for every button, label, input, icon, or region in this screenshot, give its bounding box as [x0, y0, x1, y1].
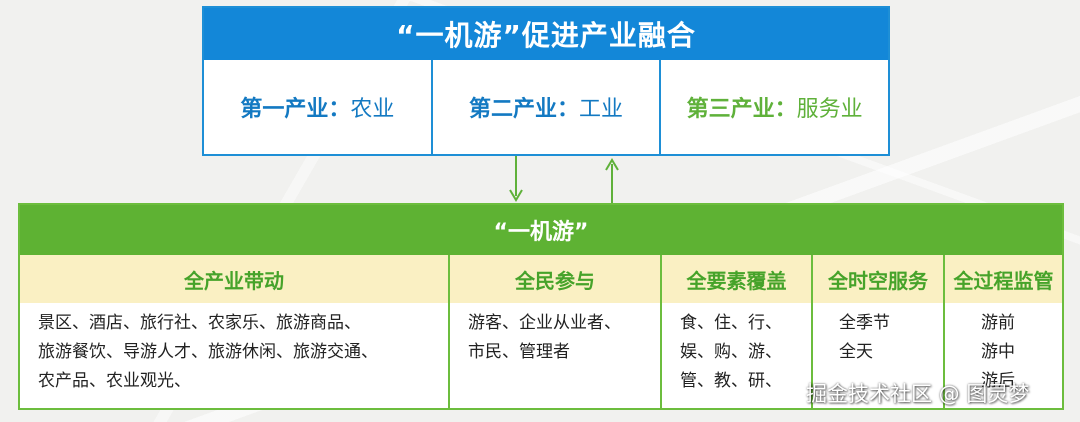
- column-line: 游中: [981, 342, 1015, 362]
- column-line: 娱、购、游、: [680, 342, 782, 362]
- industry-cell-primary: 第一产业：农业: [204, 60, 433, 154]
- down-arrow-head: [509, 189, 523, 202]
- watermark: 掘金技术社区 @ 图灵梦: [806, 382, 1030, 406]
- one-machine-tour-box: “一机游” 全产业带动 景区、酒店、旅行社、农家乐、旅游商品、 旅游餐饮、导游人…: [18, 203, 1064, 410]
- column-line: 农产品、农业观光、: [38, 371, 191, 391]
- industry-cell-tertiary: 第三产业：服务业: [661, 60, 888, 154]
- column-body: 全季节 全天: [813, 303, 943, 408]
- column-line: 景区、酒店、旅行社、农家乐、旅游商品、: [38, 313, 361, 333]
- column-body: 游客、企业从业者、 市民、管理者: [450, 303, 660, 408]
- column-header: 全时空服务: [813, 255, 943, 303]
- column-line: 全季节: [839, 313, 890, 333]
- column-line: 管、教、研、: [680, 371, 782, 391]
- column-header: 全要素覆盖: [662, 255, 811, 303]
- column-all-time-service: 全时空服务 全季节 全天: [813, 255, 945, 408]
- column-all-elements: 全要素覆盖 食、住、行、 娱、购、游、 管、教、研、: [662, 255, 813, 408]
- industry-integration-box: “一机游”促进产业融合 第一产业：农业 第二产业：工业 第三产业：服务业: [202, 6, 890, 156]
- column-line: 游客、企业从业者、: [468, 313, 621, 333]
- column-line: 游前: [981, 313, 1015, 333]
- column-body: 游前 游中 游后: [945, 303, 1062, 408]
- column-body: 景区、酒店、旅行社、农家乐、旅游商品、 旅游餐饮、导游人才、旅游休闲、旅游交通、…: [20, 303, 448, 408]
- column-line: 全天: [839, 342, 873, 362]
- column-line: 食、住、行、: [680, 313, 782, 333]
- industry-value: 农业: [350, 97, 395, 122]
- column-body: 食、住、行、 娱、购、游、 管、教、研、: [662, 303, 811, 408]
- industry-cells: 第一产业：农业 第二产业：工业 第三产业：服务业: [204, 60, 888, 154]
- top-title: “一机游”促进产业融合: [204, 8, 888, 60]
- feature-columns: 全产业带动 景区、酒店、旅行社、农家乐、旅游商品、 旅游餐饮、导游人才、旅游休闲…: [20, 255, 1062, 408]
- industry-label: 第一产业：: [240, 97, 351, 122]
- industry-cell-secondary: 第二产业：工业: [433, 60, 662, 154]
- column-industry-drive: 全产业带动 景区、酒店、旅行社、农家乐、旅游商品、 旅游餐饮、导游人才、旅游休闲…: [20, 255, 450, 408]
- column-header: 全产业带动: [20, 255, 448, 303]
- connector-arrows: [509, 156, 619, 204]
- industry-label: 第二产业：: [468, 97, 579, 122]
- column-full-supervision: 全过程监管 游前 游中 游后: [945, 255, 1062, 408]
- industry-value: 服务业: [796, 97, 863, 122]
- up-arrow-head: [605, 158, 619, 171]
- industry-label: 第三产业：: [686, 97, 797, 122]
- column-line: 旅游餐饮、导游人才、旅游休闲、旅游交通、: [38, 342, 378, 362]
- column-header: 全过程监管: [945, 255, 1062, 303]
- industry-value: 工业: [579, 97, 624, 122]
- column-header: 全民参与: [450, 255, 660, 303]
- column-line: 游后: [981, 371, 1015, 391]
- bottom-title: “一机游”: [20, 205, 1062, 255]
- column-line: 市民、管理者: [468, 342, 570, 362]
- column-public-participation: 全民参与 游客、企业从业者、 市民、管理者: [450, 255, 662, 408]
